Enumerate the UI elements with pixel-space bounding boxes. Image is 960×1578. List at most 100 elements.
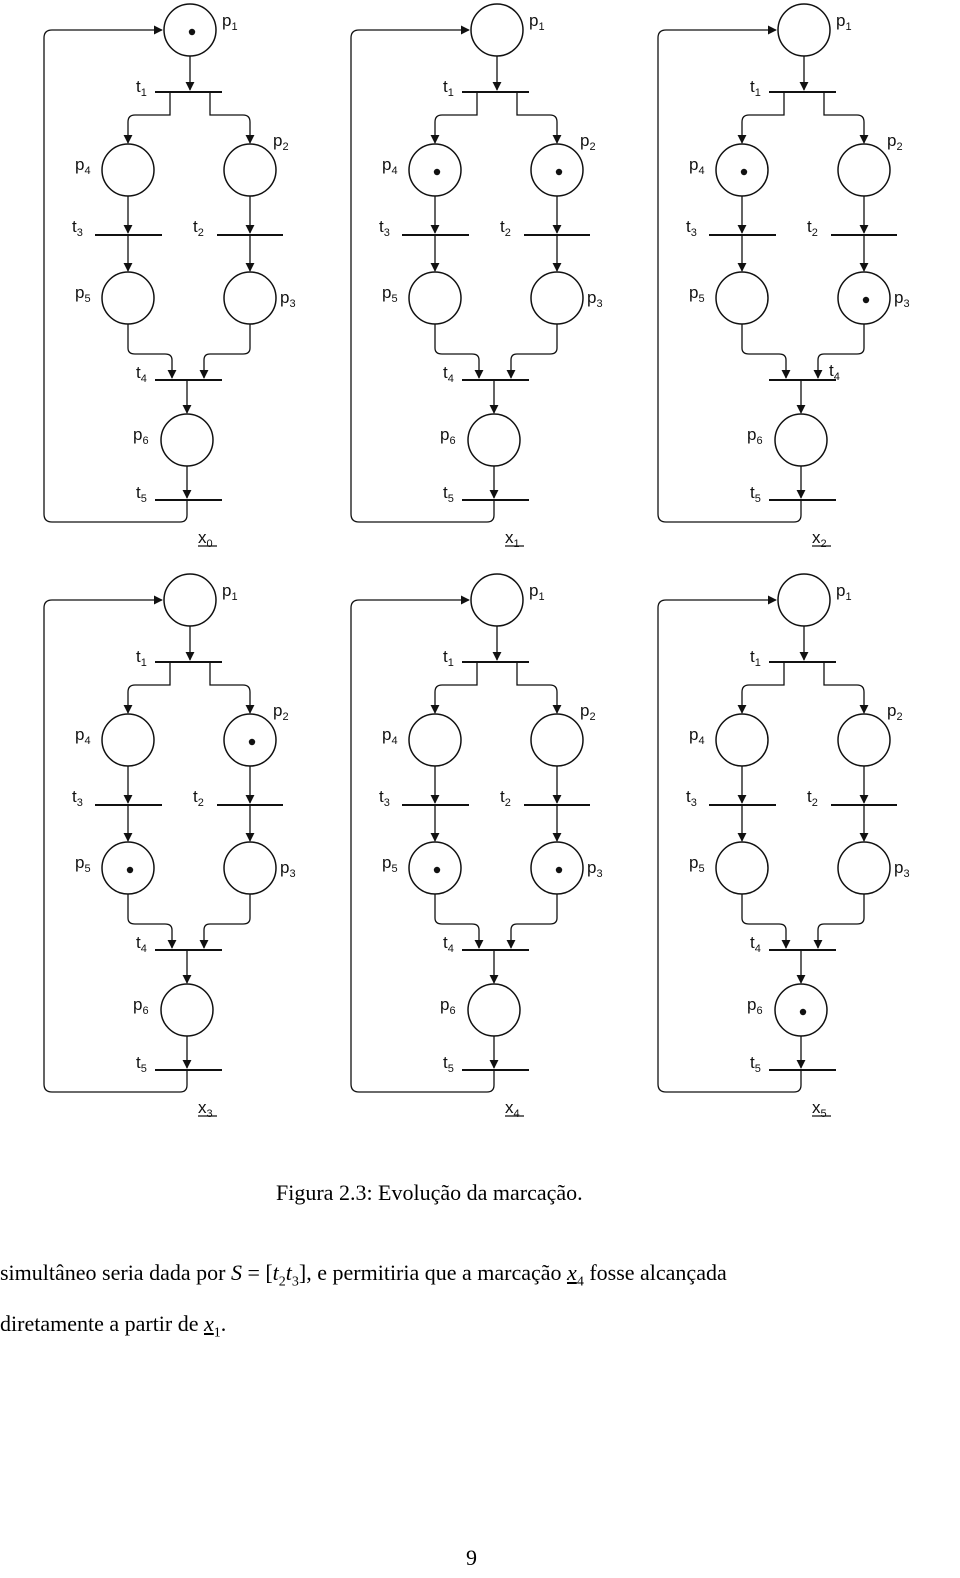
label-p3-text: p [587,288,596,307]
token-p3 [862,296,870,304]
label-p5-text: p [382,283,391,302]
label-p1-sub: 1 [538,21,544,33]
state-label-sub: 5 [821,1108,827,1120]
text-run: fosse alcançada [583,1260,727,1285]
label-t4-text: t [443,363,448,382]
label-p2-text: p [887,131,896,150]
arc-t1-p2 [823,92,869,144]
label-t3: t3 [379,217,390,239]
state-label-text: x [505,1098,514,1117]
label-t3: t3 [686,217,697,239]
arc-p5-t4 [741,894,791,949]
label-t2-sub: 2 [505,797,511,809]
place-p4 [715,713,769,767]
place-p3 [530,271,584,325]
token-p5 [126,866,134,874]
page-number: 9 [466,1545,477,1570]
label-p2-text: p [887,701,896,720]
arc-t5-p1 [657,25,802,523]
place-p6 [774,413,828,467]
label-p4-sub: 4 [391,735,397,747]
label-p2: p2 [887,701,903,723]
arc-t1-p2 [516,92,562,144]
arc-t1-p2 [823,662,869,714]
label-t5-text: t [750,483,755,502]
label-p1: p1 [836,11,852,33]
label-t4: t4 [443,933,454,955]
label-p4-text: p [75,155,84,174]
label-t2: t2 [500,787,511,809]
label-t1: t1 [443,647,454,669]
label-p6-text: p [440,995,449,1014]
label-t4-text: t [136,363,141,382]
label-p4-text: p [689,725,698,744]
math-t: t [285,1260,292,1285]
label-p3-text: p [280,288,289,307]
label-p6-text: p [747,995,756,1014]
state-label: x4 [505,1098,520,1120]
label-t1-text: t [750,647,755,666]
label-p1-sub: 1 [845,21,851,33]
label-t5: t5 [136,483,147,505]
label-t4-text: t [443,933,448,952]
state-label-text: x [198,528,207,547]
label-p1-text: p [529,11,538,30]
state-label-sub: 2 [821,538,827,550]
label-p6-sub: 6 [449,1005,455,1017]
label-p2-text: p [580,131,589,150]
label-p6-sub: 6 [756,1005,762,1017]
label-p3: p3 [280,858,296,880]
label-p4-sub: 4 [84,735,90,747]
place-p1 [470,573,524,627]
label-t2-sub: 2 [505,227,511,239]
state-label-sub: 0 [207,538,213,550]
place-p3 [223,841,277,895]
math-t: t [272,1260,279,1285]
place-p5 [408,271,462,325]
label-p3-sub: 3 [903,868,909,880]
label-p1-sub: 1 [231,591,237,603]
label-p6-text: p [440,425,449,444]
label-t5-text: t [443,483,448,502]
label-t4-sub: 4 [448,373,454,385]
label-t3: t3 [72,217,83,239]
label-p1: p1 [529,581,545,603]
label-p1-sub: 1 [231,21,237,33]
label-t1-sub: 1 [448,657,454,669]
label-t3: t3 [72,787,83,809]
label-p5: p5 [689,283,705,305]
label-t4-sub: 4 [141,373,147,385]
label-t1: t1 [136,647,147,669]
label-t5-sub: 5 [141,1063,147,1075]
label-p5-text: p [689,283,698,302]
math-x: x [567,1260,577,1285]
label-p6: p6 [133,995,149,1017]
label-t2-text: t [193,217,198,236]
label-p4: p4 [75,725,91,747]
label-t1-sub: 1 [141,657,147,669]
label-t1-text: t [750,77,755,96]
label-t2: t2 [807,217,818,239]
label-p3-sub: 3 [289,868,295,880]
arc-p3-t4 [813,324,865,379]
label-t1: t1 [443,77,454,99]
label-p6-text: p [747,425,756,444]
label-t1: t1 [750,647,761,669]
arc-p3-t4 [199,894,251,949]
place-p5 [101,271,155,325]
label-p4: p4 [689,725,705,747]
label-p1-sub: 1 [538,591,544,603]
token-p5 [433,866,441,874]
label-p1-sub: 1 [845,591,851,603]
state-label-sub: 3 [207,1108,213,1120]
token-p2 [555,168,563,176]
token-p4 [433,168,441,176]
label-t3-sub: 3 [77,227,83,239]
label-p2: p2 [580,131,596,153]
math-sub: 4 [576,1274,584,1290]
label-p5: p5 [382,853,398,875]
label-p5-text: p [75,853,84,872]
place-p4 [101,143,155,197]
label-p3: p3 [894,858,910,880]
